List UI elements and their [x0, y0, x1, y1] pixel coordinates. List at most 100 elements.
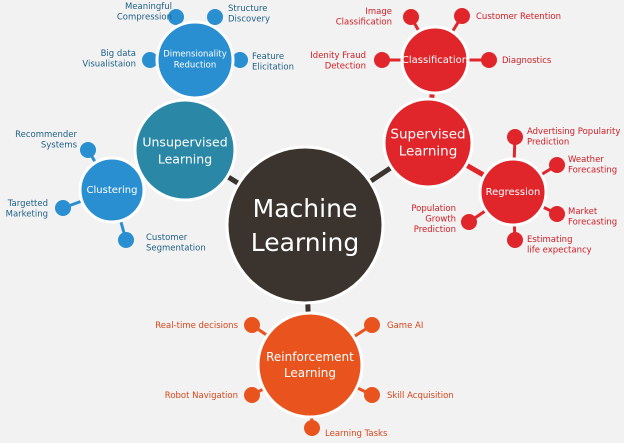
nodes — [55, 8, 565, 436]
leaf-identity-fraud-detection-label-line: Detection — [325, 62, 366, 72]
leaf-targetted-marketing-label-line: Marketing — [6, 210, 48, 220]
classification-label: Classification — [402, 55, 468, 66]
leaf-big-data-visualisation-label-line: Visualistaion — [82, 60, 136, 70]
machine-learning-center-node — [225, 145, 385, 305]
leaf-recommender-systems-label-line: Recommender — [15, 130, 77, 140]
unsupervised-learning-label-line: Learning — [158, 151, 212, 166]
leaf-meaningful-compression-label-line: Compression — [117, 13, 172, 23]
leaf-big-data-visualisation-label-line: Big data — [101, 49, 136, 59]
leaf-robot-navigation-label-line: Robot Navigation — [165, 391, 238, 401]
leaf-estimating-life-expectancy-label-line: life expectancy — [527, 246, 592, 256]
reinforcement-learning-label-line: Learning — [284, 366, 336, 380]
leaf-market-forecasting-label-line: Market — [568, 207, 598, 217]
clustering-label-line: Clustering — [87, 185, 138, 196]
leaf-population-growth-label-line: Population — [411, 204, 456, 214]
leaf-image-classification-dot — [403, 9, 419, 25]
clustering-label: Clustering — [87, 185, 138, 196]
center-title-line: Machine — [253, 194, 358, 223]
leaf-weather-forecasting-dot — [549, 157, 565, 173]
dimensionality-reduction-node — [155, 20, 235, 100]
leaf-targetted-marketing-dot — [55, 200, 71, 216]
leaf-population-growth-label-line: Prediction — [414, 225, 456, 235]
leaf-targetted-marketing-label-line: Targetted — [7, 199, 48, 209]
leaf-customer-segmentation-dot — [118, 232, 134, 248]
leaf-diagnostics-dot — [481, 52, 497, 68]
leaf-real-time-decisions-dot — [244, 317, 260, 333]
leaf-game-ai-label-line: Game AI — [387, 321, 423, 331]
leaf-customer-retention-dot — [454, 8, 470, 24]
leaf-population-growth-label-line: Growth — [425, 215, 456, 225]
leaf-feature-elicitation-label-line: Elicitation — [252, 63, 294, 73]
leaf-weather-forecasting-label-line: Weather — [568, 155, 604, 165]
unsupervised-learning-label-line: Unsupervised — [142, 134, 227, 149]
leaf-recommender-systems-label-line: Systems — [41, 141, 78, 151]
leaf-recommender-systems-dot — [80, 142, 96, 158]
leaf-game-ai-label: Game AI — [387, 321, 423, 331]
leaf-population-growth-dot — [461, 214, 477, 230]
classification-node — [400, 25, 470, 95]
leaf-robot-navigation-label: Robot Navigation — [165, 391, 238, 401]
leaf-advertising-popularity-dot — [507, 129, 523, 145]
reinforcement-learning-label-line: Reinforcement — [266, 350, 354, 364]
leaf-diagnostics-label: Diagnostics — [502, 56, 552, 66]
unsupervised-learning-node — [133, 98, 237, 202]
leaf-learning-tasks-dot — [304, 420, 320, 436]
leaf-real-time-decisions-label-line: Real-time decisions — [155, 321, 238, 331]
regression-label-line: Regression — [486, 187, 541, 198]
leaf-structure-discovery-label-line: Discovery — [228, 15, 270, 25]
leaf-learning-tasks-label-line: Learning Tasks — [325, 429, 388, 439]
supervised-learning-label-line: Supervised — [390, 127, 465, 143]
leaf-market-forecasting-label-line: Forecasting — [568, 218, 617, 228]
leaf-skill-acquisition-dot — [364, 387, 380, 403]
leaf-meaningful-compression-dot — [168, 9, 184, 25]
leaf-estimating-life-expectancy-dot — [507, 232, 523, 248]
supervised-learning-node — [382, 97, 474, 189]
classification-label-line: Classification — [402, 55, 468, 66]
leaf-learning-tasks-label: Learning Tasks — [325, 429, 388, 439]
leaf-big-data-visualisation-dot — [142, 52, 158, 68]
leaf-identity-fraud-detection-label-line: Idenity Fraud — [310, 51, 366, 61]
leaf-feature-elicitation-dot — [232, 52, 248, 68]
leaf-skill-acquisition-label: Skill Acquisition — [387, 391, 454, 401]
supervised-learning-label-line: Learning — [399, 144, 458, 160]
regression-node — [478, 157, 548, 227]
leaf-skill-acquisition-label-line: Skill Acquisition — [387, 391, 454, 401]
leaf-real-time-decisions-label: Real-time decisions — [155, 321, 238, 331]
clustering-node — [78, 156, 146, 224]
leaf-structure-discovery-dot — [207, 9, 223, 25]
leaf-robot-navigation-dot — [244, 387, 260, 403]
leaf-structure-discovery-label-line: Structure — [228, 4, 268, 14]
leaf-customer-retention-label: Customer Retention — [476, 12, 561, 22]
leaf-advertising-popularity-label-line: Advertising Popularity — [527, 127, 620, 137]
leaf-weather-forecasting-label-line: Forecasting — [568, 166, 617, 176]
leaf-game-ai-dot — [364, 317, 380, 333]
leaf-image-classification-label-line: Classification — [336, 18, 392, 28]
leaf-advertising-popularity-label-line: Prediction — [527, 138, 569, 148]
reinforcement-learning-node — [256, 311, 364, 419]
leaf-market-forecasting-dot — [549, 206, 565, 222]
center-title-line: Learning — [251, 228, 360, 257]
dimensionality-reduction-label-line: Dimensionality — [163, 50, 226, 60]
